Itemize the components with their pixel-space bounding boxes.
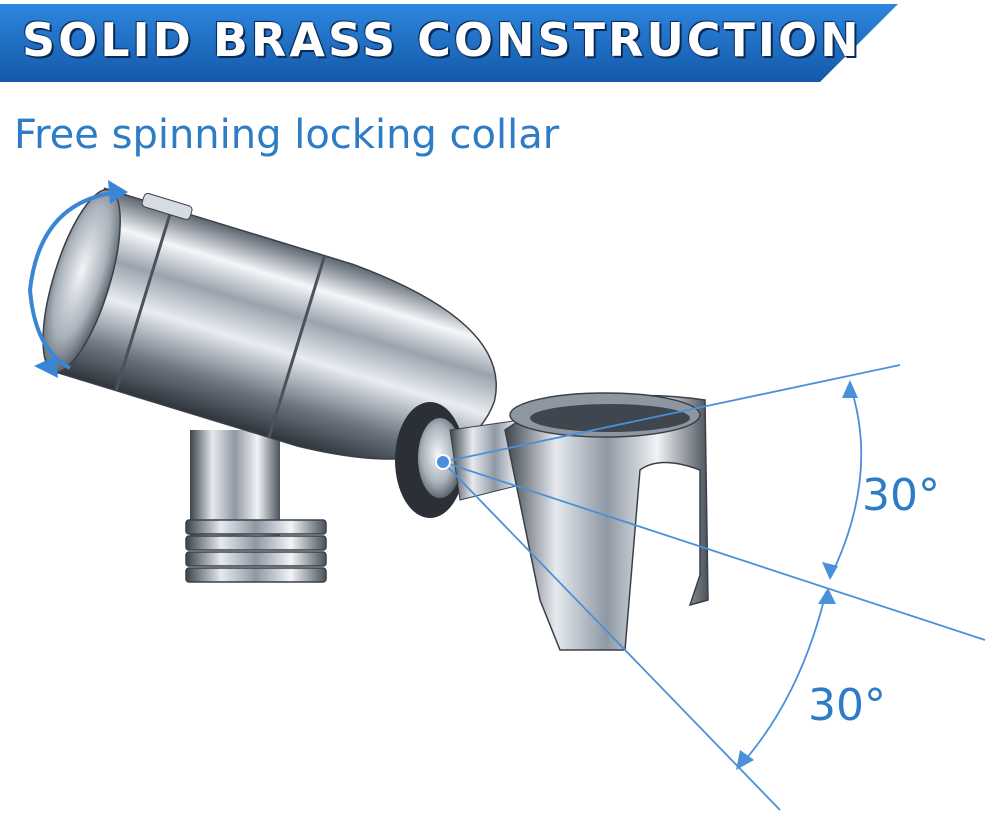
lower-angle-label: 30° [808,680,886,731]
threaded-outlet [185,430,327,583]
main-body [42,187,497,460]
rotate-arrow-icon [27,180,128,378]
title-banner [0,4,898,82]
angle-arrowheads [736,380,858,770]
banner-title: SOLID BRASS CONSTRUCTION [22,13,862,67]
holder-cup [504,392,709,651]
subtitle: Free spinning locking collar [14,112,560,158]
angle-guides [442,364,986,811]
pivot-point [435,454,451,470]
upper-angle-label: 30° [862,470,940,521]
